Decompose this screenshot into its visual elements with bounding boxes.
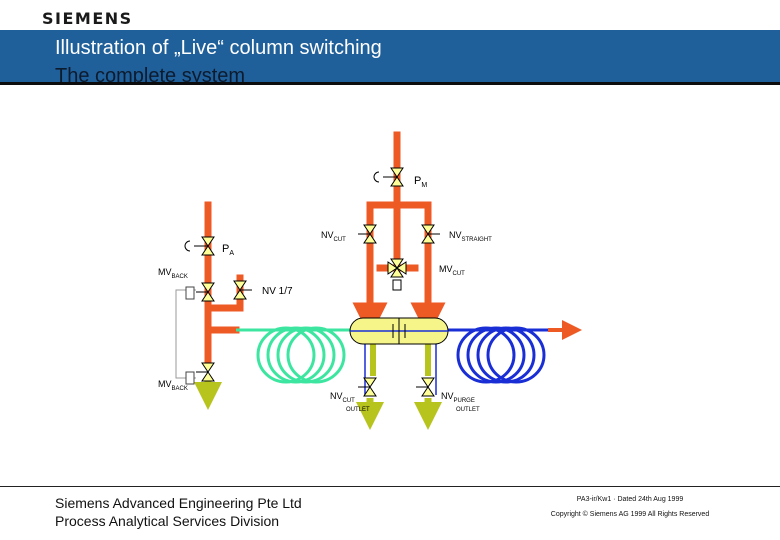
label-mv-cut: MVCUT — [439, 264, 465, 277]
label-pa: PA — [222, 243, 234, 257]
valve-nv-1-7 — [233, 280, 252, 300]
live-switch — [349, 317, 449, 345]
valve-nv-purge-outlet — [416, 377, 435, 397]
label-nv-straight: NVSTRAIGHT — [449, 230, 492, 243]
siemens-logo: SIEMENS — [42, 9, 133, 28]
valve-pm — [373, 167, 404, 187]
label-nv-1-7: NV 1/7 — [262, 286, 293, 297]
label-mv-back-bottom: MVBACK — [158, 379, 188, 392]
label-pm: PM — [414, 175, 427, 189]
mv-back-link-line — [175, 289, 196, 379]
column-2 — [448, 326, 570, 384]
valve-mv-cut — [387, 258, 407, 291]
footer-doc-ref: PA3-ir/Kw1 · Dated 24th Aug 1999 — [576, 496, 684, 503]
label-nv-purge-outlet: NVPURGE — [441, 391, 475, 404]
valve-pa — [184, 236, 215, 256]
outlet-vent-lines — [364, 342, 437, 395]
valves — [184, 167, 440, 397]
footer-legal-block: PA3-ir/Kw1 · Dated 24th Aug 1999 Copyrig… — [520, 492, 740, 522]
footer-division: Process Analytical Services Division — [55, 513, 280, 529]
valve-mv-back-bottom — [196, 362, 215, 382]
label-mv-back-top: MVBACK — [158, 267, 188, 280]
valve-nv-cut-outlet — [358, 377, 377, 397]
valve-mv-back-top — [196, 282, 215, 302]
column-1 — [236, 326, 350, 384]
label-nv-cut-outlet: NVCUT — [330, 391, 355, 404]
footer-divider — [0, 486, 780, 487]
slide-title: Illustration of „Live“ column switching — [55, 37, 382, 59]
slide-subtitle: The complete system — [55, 65, 246, 85]
mv-back-actuator-bottom — [185, 371, 195, 385]
footer-company-block: Siemens Advanced Engineering Pte Ltd Pro… — [55, 494, 302, 530]
label-nv-cut-outlet-sub: OUTLET — [346, 407, 370, 413]
footer-company: Siemens Advanced Engineering Pte Ltd — [55, 495, 302, 511]
valve-nv-straight — [421, 224, 440, 244]
title-bar: Illustration of „Live“ column switching … — [0, 30, 780, 85]
valve-nv-cut-top — [358, 224, 377, 244]
mv-back-actuator-top — [185, 286, 195, 300]
label-nv-purge-outlet-sub: OUTLET — [456, 407, 480, 413]
label-nv-cut-top: NVCUT — [321, 230, 346, 243]
footer-copyright: Copyright © Siemens AG 1999 All Rights R… — [550, 511, 710, 518]
